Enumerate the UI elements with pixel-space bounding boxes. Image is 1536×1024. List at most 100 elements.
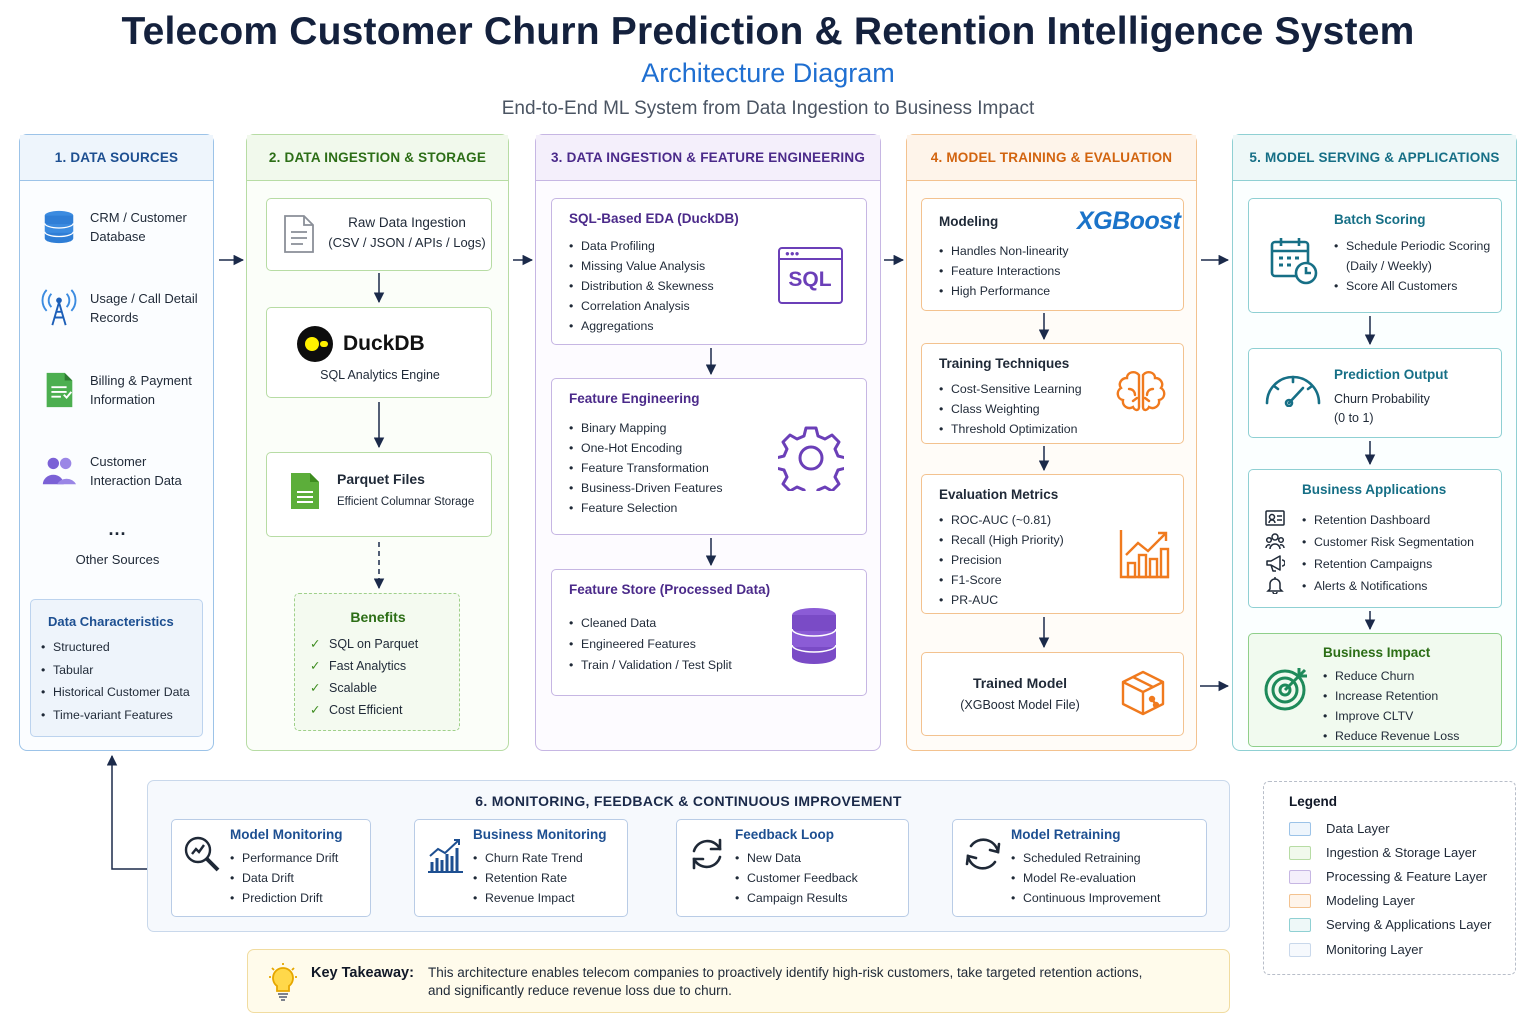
key-takeaway-label: Key Takeaway: — [311, 965, 414, 981]
business-monitoring-title: Business Monitoring — [473, 827, 607, 842]
list-item: New Data — [735, 848, 858, 868]
legend-swatch — [1289, 845, 1311, 860]
database-icon — [791, 608, 837, 664]
legend-item: Data Layer — [1289, 821, 1390, 836]
source-crm: CRM / Customer Database — [40, 208, 210, 246]
parquet-file-icon — [291, 473, 319, 509]
batch-scoring-title: Batch Scoring — [1334, 212, 1426, 227]
list-item: Alerts & Notifications — [1302, 575, 1474, 597]
feature-store-list: Cleaned Data Engineered Features Train /… — [569, 613, 732, 676]
legend-swatch — [1289, 869, 1311, 884]
billing-document-icon — [46, 372, 73, 408]
training-techniques-title: Training Techniques — [939, 356, 1070, 371]
data-characteristics-box: Data Characteristics Structured Tabular … — [30, 599, 203, 737]
megaphone-icon — [1266, 555, 1285, 572]
data-sources-panel: 1. DATA SOURCES CRM / Customer Database … — [19, 134, 214, 751]
target-icon — [1264, 668, 1307, 711]
list-item: Increase Retention — [1323, 686, 1459, 706]
model-training-panel: 4. MODEL TRAINING & EVALUATION Modeling … — [906, 134, 1197, 751]
list-item: ROC-AUC (~0.81) — [939, 510, 1064, 530]
model-serving-panel: 5. MODEL SERVING & APPLICATIONS Batch Sc… — [1232, 134, 1517, 751]
list-item: Distribution & Skewness — [569, 276, 714, 296]
eda-box: SQL-Based EDA (DuckDB) Data Profiling Mi… — [551, 198, 867, 345]
list-item: Churn Rate Trend — [473, 848, 583, 868]
prediction-output-line2: (0 to 1) — [1334, 411, 1374, 425]
data-characteristics-list: Structured Tabular Historical Customer D… — [41, 636, 190, 726]
business-applications-box: Business Applications Retention Dashboar… — [1248, 469, 1502, 608]
list-item: Revenue Impact — [473, 888, 583, 908]
batch-scoring-list: Schedule Periodic Scoring (Daily / Weekl… — [1334, 236, 1499, 296]
gear-icon — [778, 426, 844, 491]
gauge-icon — [1265, 375, 1321, 407]
list-item: Engineered Features — [569, 634, 732, 655]
list-item: Binary Mapping — [569, 418, 722, 438]
model-package-icon — [1121, 670, 1165, 716]
source-usage: Usage / Call Detail Records — [40, 289, 210, 327]
feature-store-title: Feature Store (Processed Data) — [569, 582, 771, 597]
source-billing: Billing & Payment Information — [40, 371, 210, 409]
bar-chart-icon — [428, 839, 463, 873]
list-item: Scheduled Retraining — [1011, 848, 1160, 868]
feature-store-box: Feature Store (Processed Data) Cleaned D… — [551, 569, 867, 696]
users-icon — [42, 457, 77, 485]
trained-model-title: Trained Model — [972, 675, 1068, 691]
list-item: Cost Efficient — [307, 699, 418, 721]
other-sources-label: Other Sources — [75, 552, 160, 567]
page-subtitle: Architecture Diagram — [641, 58, 895, 88]
document-icon — [284, 215, 314, 253]
business-applications-list: Retention Dashboard Customer Risk Segmen… — [1302, 509, 1474, 597]
legend-item: Processing & Feature Layer — [1289, 869, 1487, 884]
growth-chart-icon — [1119, 530, 1170, 579]
list-item: Class Weighting — [939, 399, 1082, 419]
model-monitoring-list: Performance Drift Data Drift Prediction … — [230, 848, 338, 908]
key-takeaway-line2: and significantly reduce revenue loss du… — [428, 983, 732, 998]
modeling-list: Handles Non-linearity Feature Interactio… — [939, 241, 1069, 301]
list-item: Missing Value Analysis — [569, 256, 714, 276]
database-icon — [44, 210, 74, 244]
list-item: Correlation Analysis — [569, 296, 714, 316]
list-item: Retention Dashboard — [1302, 509, 1474, 531]
prediction-output-line1: Churn Probability — [1334, 392, 1430, 406]
model-retraining-list: Scheduled Retraining Model Re-evaluation… — [1011, 848, 1160, 908]
list-item: Retention Campaigns — [1302, 553, 1474, 575]
legend-swatch — [1289, 821, 1311, 836]
source-label: CRM / Customer Database — [90, 210, 187, 244]
lightbulb-icon — [269, 963, 297, 1001]
list-item: Performance Drift — [230, 848, 338, 868]
page-tagline: End-to-End ML System from Data Ingestion… — [501, 98, 1035, 119]
list-item: F1-Score — [939, 570, 1064, 590]
training-techniques-box: Training Techniques Cost-Sensitive Learn… — [921, 343, 1184, 444]
list-item: Continuous Improvement — [1011, 888, 1160, 908]
business-applications-title: Business Applications — [1302, 482, 1447, 497]
refresh-icon — [692, 838, 722, 870]
evaluation-metrics-list: ROC-AUC (~0.81) Recall (High Priority) P… — [939, 510, 1064, 610]
feedback-loop-box: Feedback Loop New Data Customer Feedback… — [676, 819, 909, 917]
business-impact-box: Business Impact Reduce Churn Increase Re… — [1248, 633, 1502, 747]
list-item: Model Re-evaluation — [1011, 868, 1160, 888]
list-item: Feature Interactions — [939, 261, 1069, 281]
data-sources-title: 1. DATA SOURCES — [20, 135, 213, 181]
source-interaction: Customer Interaction Data — [40, 452, 210, 490]
parquet-title: Parquet Files — [337, 471, 425, 487]
list-item: High Performance — [939, 281, 1069, 301]
model-serving-title: 5. MODEL SERVING & APPLICATIONS — [1233, 135, 1516, 181]
parquet-sub: Efficient Columnar Storage — [337, 496, 475, 508]
retrain-cycle-icon — [965, 838, 1001, 870]
list-item: Retention Rate — [473, 868, 583, 888]
business-monitoring-box: Business Monitoring Churn Rate Trend Ret… — [414, 819, 628, 917]
xgboost-logo: XGBoost — [1077, 207, 1181, 235]
page-title: Telecom Customer Churn Prediction & Rete… — [121, 10, 1415, 53]
brain-icon — [1116, 370, 1166, 412]
list-item: Improve CLTV — [1323, 706, 1459, 726]
data-characteristics-title: Data Characteristics — [48, 614, 174, 629]
feedback-loop-list: New Data Customer Feedback Campaign Resu… — [735, 848, 858, 908]
model-retraining-box: Model Retraining Scheduled Retraining Mo… — [952, 819, 1207, 917]
list-item: Cleaned Data — [569, 613, 732, 634]
modeling-title: Modeling — [939, 214, 999, 229]
list-item: Reduce Revenue Loss — [1323, 726, 1459, 746]
eda-list: Data Profiling Missing Value Analysis Di… — [569, 236, 714, 336]
model-monitoring-box: Model Monitoring Performance Drift Data … — [171, 819, 371, 917]
legend-swatch — [1289, 942, 1311, 957]
list-item: Data Profiling — [569, 236, 714, 256]
list-item: Cost-Sensitive Learning — [939, 379, 1082, 399]
